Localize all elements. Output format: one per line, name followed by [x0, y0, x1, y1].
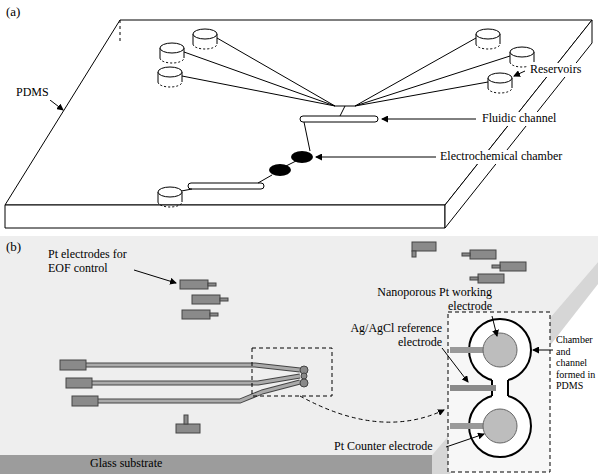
panel-letter: (b): [6, 240, 21, 255]
detail-frame: [252, 348, 332, 396]
electrode-pads: [60, 360, 308, 406]
part-label: PDMS: [14, 86, 51, 100]
chamber-inset: [448, 312, 550, 472]
part-label: Nanoporous Pt working electrode: [366, 286, 492, 314]
part-label: Ag/AgCl reference electrode: [338, 322, 442, 350]
electrochemical-chambers: [269, 151, 313, 176]
substrate-label: Glass substrate: [90, 457, 162, 471]
part-label: Pt electrodes for EOF control: [48, 248, 134, 276]
leader-lines: [134, 270, 553, 447]
pdms-slab: [5, 20, 592, 228]
part-label: Fluidic channel: [480, 112, 558, 126]
fluidic-channels: [176, 38, 510, 192]
glass-substrate: [0, 236, 598, 474]
leader-lines: [50, 71, 525, 157]
panel-letter: (a): [6, 5, 20, 20]
detail-arrow: [300, 396, 444, 422]
reservoirs: [158, 29, 534, 207]
part-label: Electrochemical chamber: [438, 150, 564, 164]
part-label: Chamber and channel formed in PDMS: [556, 334, 596, 392]
part-label: Reservoirs: [528, 63, 583, 77]
part-label: Pt Counter electrode: [334, 440, 433, 454]
